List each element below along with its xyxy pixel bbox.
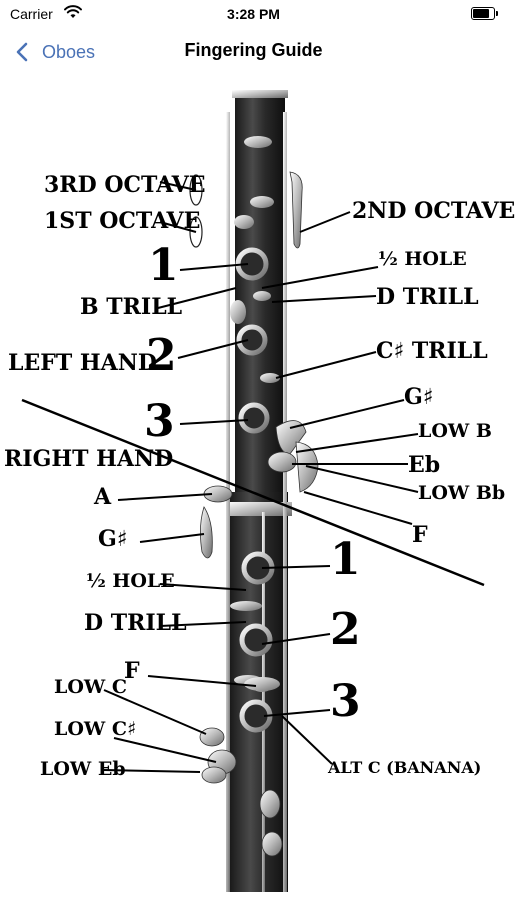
back-button[interactable]: Oboes <box>12 38 95 66</box>
label-c-sharp-trill: C♯ TRILL <box>376 338 488 364</box>
label-alt-c-banana: ALT C (BANANA) <box>328 758 482 777</box>
label-left-g-sharp: G♯ <box>98 526 128 552</box>
label-a: A <box>94 484 112 510</box>
pointer-lines <box>103 181 419 773</box>
fingering-diagram: 3RD OCTAVE 1ST OCTAVE 1 B TRILL LEFT HAN… <box>0 82 515 900</box>
label-low-bb: LOW Bb <box>418 482 506 504</box>
hand-divider-line <box>21 398 485 587</box>
label-left-2: 2 <box>146 330 177 381</box>
label-right-1: 1 <box>330 534 361 585</box>
label-right-3: 3 <box>330 676 361 727</box>
label-left-f: F <box>124 658 140 684</box>
label-right-hand: RIGHT HAND <box>4 446 174 472</box>
label-left-half-hole: ½ HOLE <box>86 570 175 592</box>
label-right-half-hole: ½ HOLE <box>378 248 467 270</box>
label-low-eb: LOW Eb <box>40 758 126 780</box>
label-left-d-trill: D TRILL <box>84 610 187 636</box>
label-right-f: F <box>412 522 428 548</box>
label-right-2: 2 <box>330 604 361 655</box>
label-eb: Eb <box>408 452 441 478</box>
back-button-label: Oboes <box>42 41 96 62</box>
label-left-1: 1 <box>148 240 179 291</box>
label-low-b: LOW B <box>418 420 492 442</box>
label-1st-octave: 1ST OCTAVE <box>44 208 201 234</box>
oboe-body <box>189 90 319 892</box>
label-right-d-trill: D TRILL <box>376 284 479 310</box>
label-2nd-octave: 2ND OCTAVE <box>352 198 515 224</box>
carrier-label: Carrier <box>10 6 53 22</box>
label-low-c: LOW C <box>54 676 127 698</box>
oboe-illustration <box>21 90 485 892</box>
wifi-icon <box>64 5 82 18</box>
status-bar: Carrier 3:28 PM <box>0 0 507 28</box>
battery-icon <box>471 7 498 20</box>
label-left-3: 3 <box>144 396 175 447</box>
label-left-hand: LEFT HAND <box>8 350 157 376</box>
page-title: Fingering Guide <box>184 40 323 60</box>
navigation-bar: Oboes Fingering Guide <box>0 28 507 76</box>
label-low-c-sharp: LOW C♯ <box>54 718 137 740</box>
chevron-left-icon <box>16 42 28 62</box>
status-time: 3:28 PM <box>227 6 280 22</box>
label-3rd-octave: 3RD OCTAVE <box>44 172 206 198</box>
label-right-g-sharp: G♯ <box>404 384 434 410</box>
label-b-trill: B TRILL <box>80 294 183 320</box>
